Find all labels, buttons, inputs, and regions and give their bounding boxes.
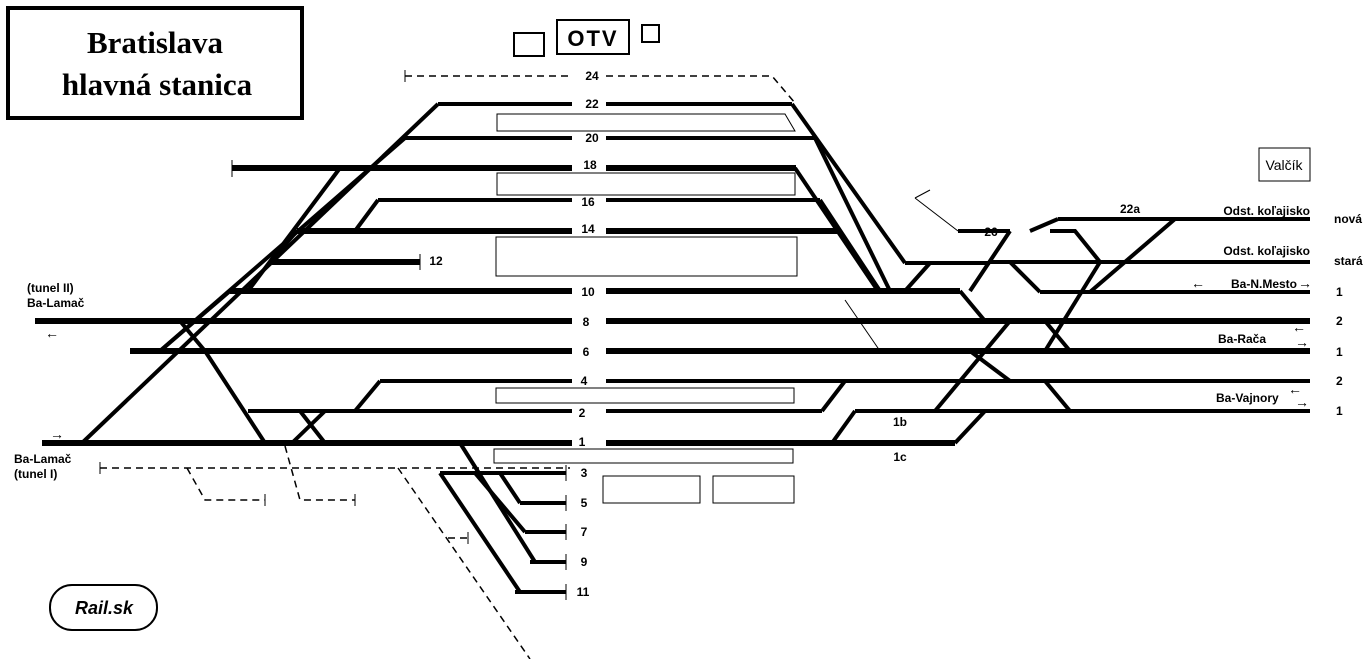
right-arrow-icon: → — [50, 426, 64, 442]
otv-building: OTV — [513, 19, 660, 57]
rail-sk-logo: Rail.sk — [49, 584, 158, 631]
odst-nova-label: Odst. koľajisko — [1223, 204, 1310, 218]
track-4-label: 4 — [581, 374, 588, 388]
otv-label: OTV — [567, 26, 618, 51]
title-line-2: hlavná stanica — [62, 67, 253, 102]
lamac-tunnel2-label: (tunel II) — [27, 281, 74, 295]
valcik-label: Valčík — [1265, 157, 1303, 173]
lamac-top-label: Ba-Lamač — [27, 296, 85, 310]
nmesto-track-number: 1 — [1336, 285, 1343, 299]
vajnory-label: Ba-Vajnory — [1216, 391, 1279, 405]
raca-right-arrow-icon: → — [1295, 334, 1309, 350]
left-destinations: (tunel II) Ba-Lamač ← → Ba-Lamač (tunel … — [14, 281, 85, 481]
valcik-box: Valčík — [1258, 147, 1311, 182]
platforms — [493, 113, 798, 504]
track-14-label: 14 — [581, 222, 595, 236]
track-8-label: 8 — [583, 315, 590, 329]
vajnory-left-arrow-icon: ← — [1288, 381, 1302, 397]
nova-label: nová — [1334, 212, 1362, 226]
raca-label: Ba-Rača — [1218, 332, 1266, 346]
track-26-label: 26 — [984, 225, 998, 239]
title-box: Bratislava hlavná stanica — [6, 6, 304, 120]
raca-left-arrow-icon: ← — [1292, 319, 1306, 335]
vajnory-right-arrow-icon: → — [1295, 394, 1309, 410]
vajnory-track-1-number: 1 — [1336, 404, 1343, 418]
logo-text: Rail.sk — [75, 598, 134, 618]
dashed-sidings — [99, 70, 796, 659]
title-line-1: Bratislava — [87, 25, 224, 60]
raca-track-1-number: 1 — [1336, 345, 1343, 359]
track-16-label: 16 — [581, 195, 595, 209]
track-11-label: 11 — [577, 585, 590, 599]
track-20-label: 20 — [585, 131, 599, 145]
track-10-label: 10 — [581, 285, 595, 299]
track-1b-label: 1b — [893, 415, 907, 429]
lamac-tunnel1-label: (tunel I) — [14, 467, 57, 481]
nmesto-label: Ba-N.Mesto — [1231, 277, 1297, 291]
track-numbers: 24 22 20 18 16 14 12 10 8 6 4 2 1 3 5 7 … — [429, 69, 1140, 599]
stara-label: stará — [1334, 254, 1363, 268]
track-2-label: 2 — [579, 406, 586, 420]
nmesto-right-arrow-icon: → — [1298, 275, 1312, 291]
track-1-label: 1 — [579, 435, 586, 449]
track-3-label: 3 — [581, 466, 588, 480]
track-7-label: 7 — [581, 525, 588, 539]
track-6-label: 6 — [583, 345, 590, 359]
raca-track-2-number: 2 — [1336, 314, 1343, 328]
track-9-label: 9 — [581, 555, 588, 569]
track-18-label: 18 — [583, 158, 597, 172]
odst-stara-label: Odst. koľajisko — [1223, 244, 1310, 258]
vajnory-track-2-number: 2 — [1336, 374, 1343, 388]
lamac-bottom-label: Ba-Lamač — [14, 452, 72, 466]
right-destinations: Odst. koľajisko nová Odst. koľajisko sta… — [1191, 204, 1363, 418]
track-22a-label: 22a — [1120, 202, 1140, 216]
track-1c-label: 1c — [893, 450, 907, 464]
track-5-label: 5 — [581, 496, 588, 510]
track-22-label: 22 — [585, 97, 599, 111]
track-24-label: 24 — [585, 69, 599, 83]
nmesto-left-arrow-icon: ← — [1191, 275, 1205, 291]
left-arrow-icon: ← — [45, 325, 59, 341]
track-12-label: 12 — [429, 254, 443, 268]
station-tracks — [35, 102, 1310, 600]
switch-connections — [80, 102, 1177, 594]
